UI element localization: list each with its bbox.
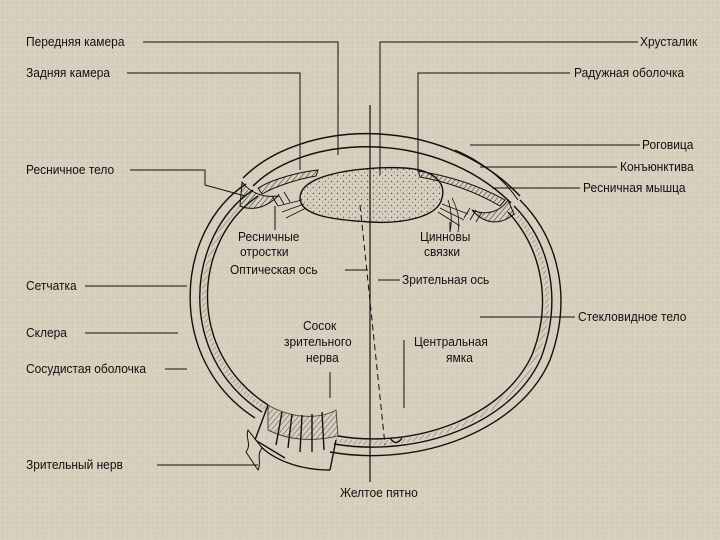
ciliary-processes (271, 191, 483, 223)
label-retina: Сетчатка (26, 278, 77, 293)
label-optic-disc-3: нерва (306, 350, 339, 365)
label-fovea-1: Центральная (414, 334, 488, 349)
label-anterior-chamber: Передняя камера (26, 34, 125, 49)
sclera-outline (189, 183, 562, 457)
label-fovea-2: ямка (446, 350, 473, 365)
label-conjunctiva: Конъюнктива (620, 159, 694, 174)
retina-outline (206, 195, 544, 440)
label-sclera: Склера (26, 325, 67, 340)
optic-nerve-cut (245, 428, 263, 471)
label-optic-disc-2: зрительного (284, 334, 352, 349)
ciliary-body-right (471, 198, 515, 223)
label-zonules-1: Цинновы (420, 229, 471, 244)
label-macula: Желтое пятно (340, 485, 418, 500)
label-optical-axis: Оптическая ось (230, 262, 318, 277)
lens (299, 166, 444, 224)
leader-lens (379, 41, 638, 175)
label-vitreous-body: Стекловидное тело (578, 309, 687, 324)
retina-band (201, 191, 550, 445)
label-optic-nerve: Зрительный нерв (26, 457, 123, 472)
fovea (389, 437, 403, 444)
iris-left (257, 169, 319, 195)
label-ciliary-processes-1: Ресничные (238, 229, 300, 244)
leader-anterior-chamber (143, 41, 339, 155)
label-lens: Хрусталик (640, 34, 698, 49)
label-ciliary-processes-2: отростки (240, 244, 289, 259)
optic-nerve-band (267, 404, 339, 440)
visual-axis-line (359, 204, 386, 446)
cornea-inner (252, 146, 512, 204)
leader-ciliary-body (130, 169, 246, 197)
label-ciliary-body: Ресничное тело (26, 162, 115, 177)
label-ciliary-muscle: Ресничная мышца (583, 180, 686, 195)
label-choroid: Сосудистая оболочка (26, 361, 147, 376)
label-zonules-2: связки (424, 244, 461, 259)
choroid-outline (199, 189, 553, 448)
leader-posterior-chamber (127, 72, 301, 170)
label-cornea: Роговица (642, 137, 694, 152)
ciliary-body-left (239, 180, 280, 209)
label-posterior-chamber: Задняя камера (26, 65, 111, 80)
conjunctiva (454, 149, 519, 201)
label-optic-disc-1: Сосок (303, 318, 337, 333)
label-iris: Радужная оболочка (574, 65, 685, 80)
label-visual-axis: Зрительная ось (402, 272, 490, 287)
leader-iris (417, 72, 570, 172)
